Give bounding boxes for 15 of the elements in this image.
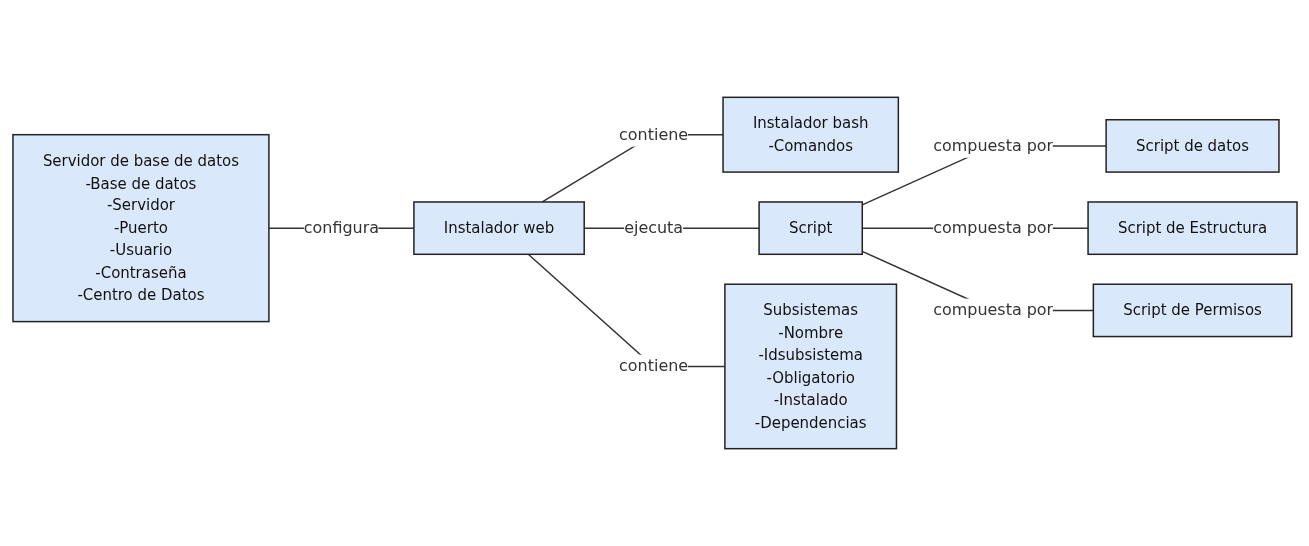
node-box: Script de datos [1104, 119, 1280, 173]
node-box: Instalador web [412, 201, 585, 256]
node-box: Servidor de base de datos -Base de datos -Servidor -Puerto -Usuario -Contraseña -Centro de Datos [11, 133, 270, 323]
edge-label: compuesta por [932, 300, 1053, 320]
node-box: Script de Estructura [1086, 201, 1298, 256]
node-box: Subsistemas -Nombre -Idsubsistema -Obligatorio -Instalado -Dependencias [723, 283, 897, 450]
edge-label: compuesta por [932, 135, 1053, 155]
edge-label: contiene [618, 124, 688, 144]
edge-label: ejecuta [623, 218, 683, 238]
node-box: Script [757, 201, 863, 256]
node-box: Script de Permisos [1092, 283, 1292, 338]
edge-label: contiene [618, 356, 688, 376]
node-box: Instalador bash -Comandos [721, 96, 899, 173]
edge-label: configura [303, 218, 379, 238]
edge-label: compuesta por [932, 218, 1053, 238]
